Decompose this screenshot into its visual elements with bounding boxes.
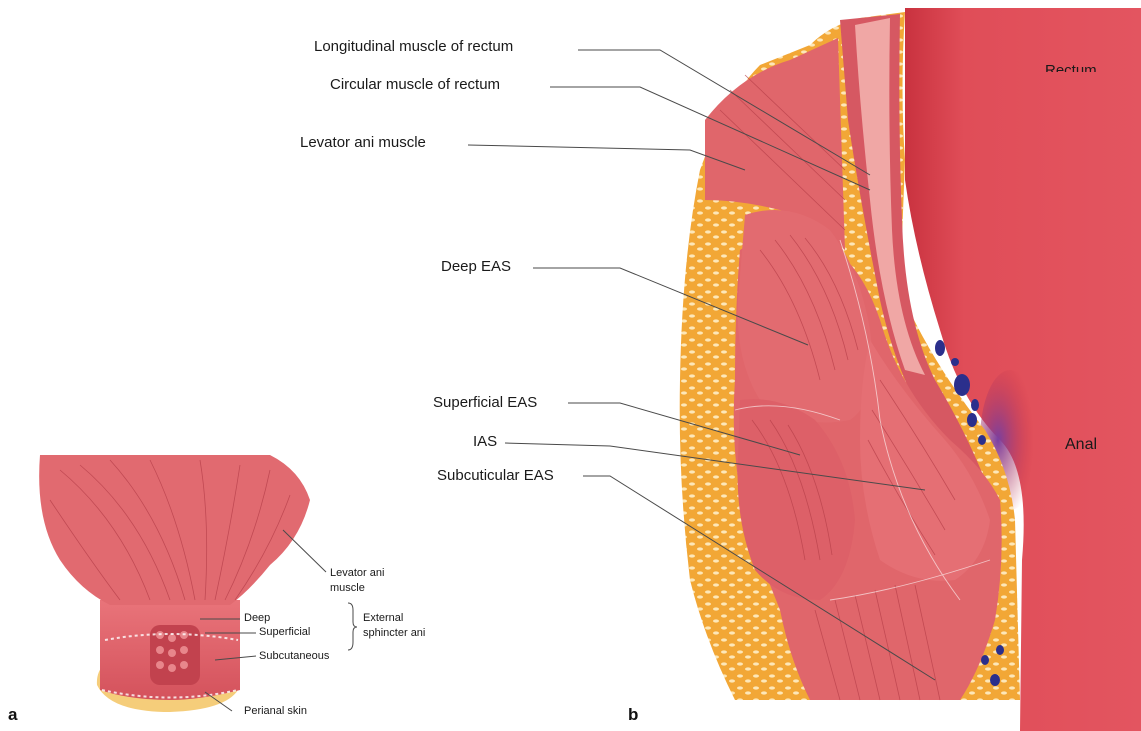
label-deep-eas: Deep EAS <box>441 258 511 276</box>
label-a-external-line2: sphincter ani <box>363 627 425 640</box>
panel-a-illustration <box>39 455 310 712</box>
label-circular-muscle: Circular muscle of rectum <box>330 76 500 94</box>
label-rectum: Rectum <box>1045 62 1097 72</box>
label-a-deep: Deep <box>244 612 270 625</box>
label-superficial-eas: Superficial EAS <box>433 394 537 412</box>
label-a-superficial: Superficial <box>259 626 310 639</box>
panel-letter-a: a <box>8 705 17 725</box>
label-a-external-line1: External <box>363 612 403 625</box>
label-a-perianal-skin: Perianal skin <box>244 705 307 718</box>
label-a-levator-line2: muscle <box>330 582 365 595</box>
label-anal: Anal <box>1065 436 1097 454</box>
label-ias: IAS <box>473 433 497 451</box>
label-levator-ani-muscle: Levator ani muscle <box>300 134 426 152</box>
label-a-levator-line1: Levator ani <box>330 567 384 580</box>
label-longitudinal-muscle: Longitudinal muscle of rectum <box>314 38 513 56</box>
label-subcuticular-eas: Subcuticular EAS <box>437 467 554 485</box>
levator-funnel <box>39 455 310 605</box>
panel-b-illustration <box>680 8 1141 731</box>
label-a-subcutaneous: Subcutaneous <box>259 650 329 663</box>
panel-letter-b: b <box>628 705 638 725</box>
